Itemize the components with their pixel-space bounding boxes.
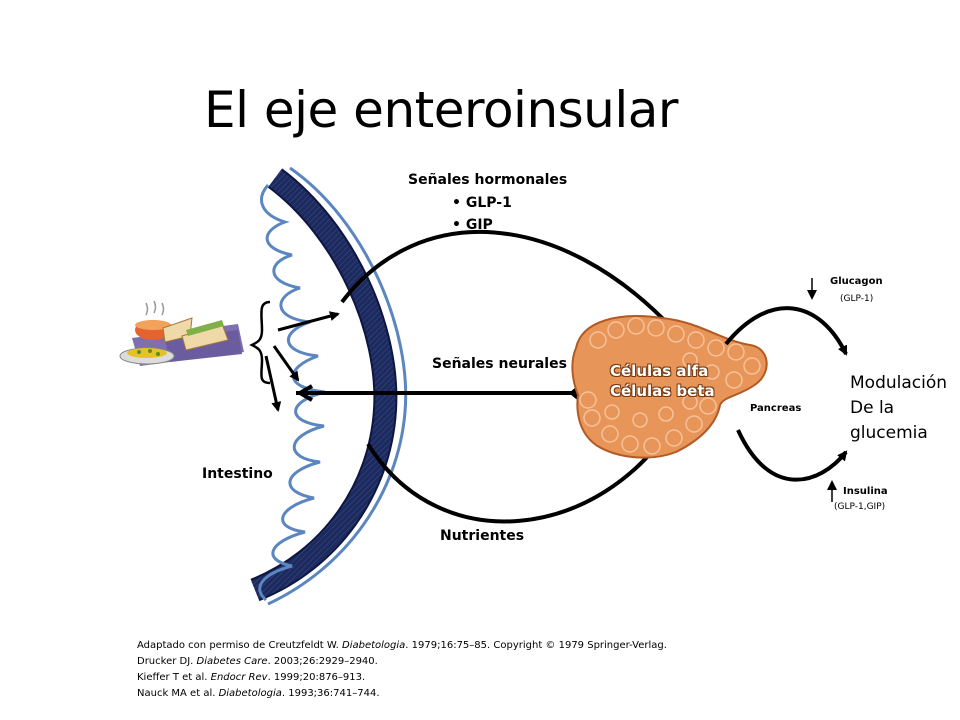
reference-item: Adaptado con permiso de Creutzfeldt W. D… bbox=[137, 640, 667, 651]
intestine-label: Intestino bbox=[202, 466, 273, 482]
glycemia-modulation-label: Modulación De la glucemia bbox=[850, 371, 947, 446]
pancreas-label: Pancreas bbox=[750, 403, 802, 414]
reference-item: Kieffer T et al. Endocr Rev. 1999;20:876… bbox=[137, 672, 366, 683]
hormonal-item: GIP bbox=[452, 214, 512, 236]
modulation-line: glucemia bbox=[850, 423, 928, 443]
neural-left-chevron bbox=[296, 384, 314, 402]
nutrients-arrow bbox=[366, 420, 676, 524]
insulin-output-arrow bbox=[736, 429, 848, 482]
hormonal-signals-heading: Señales hormonales bbox=[408, 172, 568, 188]
modulation-line: Modulación bbox=[850, 373, 948, 393]
hormonal-item: GLP-1 bbox=[452, 192, 512, 214]
glucagon-output-arrow bbox=[724, 306, 848, 356]
pancreas-illustration bbox=[571, 315, 768, 459]
food-illustration bbox=[119, 300, 244, 366]
glucagon-sub: (GLP-1) bbox=[840, 294, 874, 304]
beta-cells-label: Células beta bbox=[610, 382, 715, 400]
nutrients-label: Nutrientes bbox=[440, 528, 525, 544]
neural-signals-label: Señales neurales bbox=[432, 356, 567, 372]
references: Adaptado con permiso de Creutzfeldt W. D… bbox=[137, 638, 667, 702]
alpha-cells-label: Células alfa bbox=[610, 362, 709, 380]
pancreas-cells-label: Células alfa Células beta bbox=[610, 361, 715, 401]
food-arrows bbox=[264, 311, 340, 412]
modulation-line: De la bbox=[850, 398, 895, 418]
hormonal-signals-list: GLP-1 GIP bbox=[452, 192, 512, 236]
page-title: El eje enteroinsular bbox=[204, 81, 678, 139]
insulin-sub: (GLP-1,GIP) bbox=[834, 502, 886, 512]
intestine-wall bbox=[250, 166, 408, 606]
insulin-label: Insulina bbox=[843, 486, 888, 497]
reference-item: Nauck MA et al. Diabetologia. 1993;36:74… bbox=[137, 688, 380, 699]
brace bbox=[249, 300, 271, 385]
reference-item: Drucker DJ. Diabetes Care. 2003;26:2929–… bbox=[137, 656, 378, 667]
glucagon-label: Glucagon bbox=[830, 276, 883, 287]
